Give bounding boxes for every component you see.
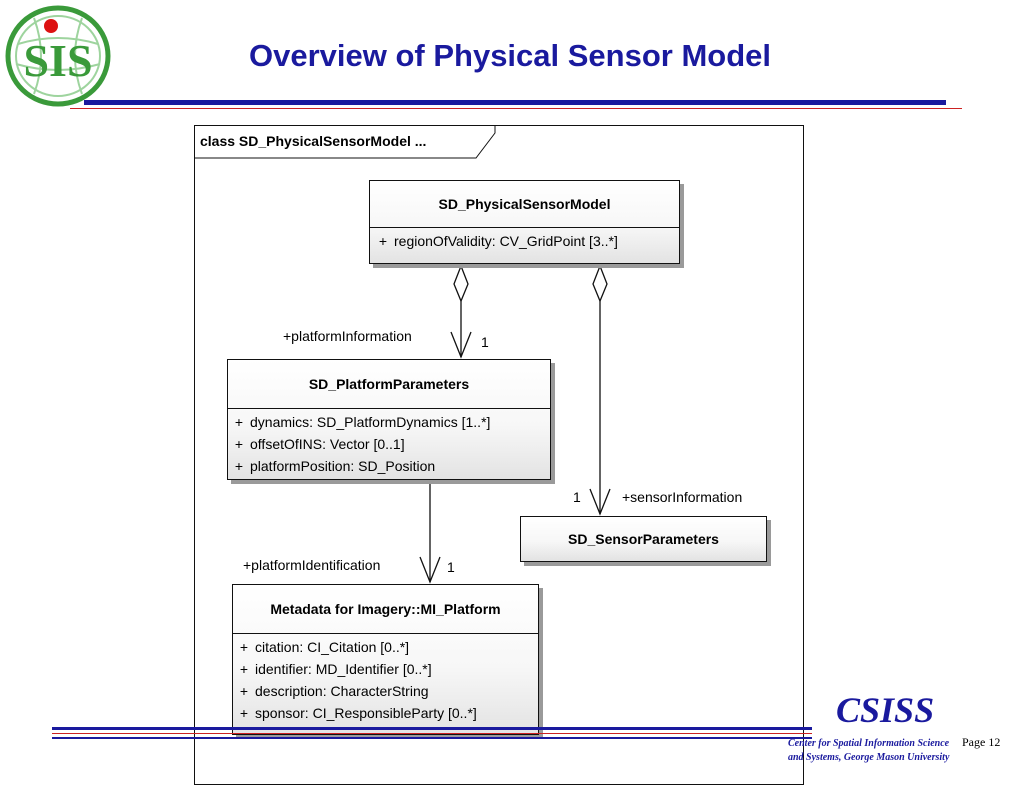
class-sd-physical-sensor-model[interactable]: SD_PhysicalSensorModel +regionOfValidity… xyxy=(369,180,680,264)
org-subtitle-line2: and Systems, George Mason University xyxy=(788,752,950,763)
association-platform-information xyxy=(450,264,472,359)
org-logo-text: CSISS xyxy=(836,690,935,730)
arrowhead xyxy=(450,331,472,359)
attribute-row: +regionOfValidity: CV_GridPoint [3..*] xyxy=(378,233,618,249)
attribute-row: +citation: CI_Citation [0..*] xyxy=(239,639,410,655)
org-subtitle-line1: Center for Spatial Information Science xyxy=(788,738,950,749)
frame-label-tab xyxy=(194,125,496,159)
page-title: Overview of Physical Sensor Model xyxy=(248,38,772,73)
header-rule-red xyxy=(70,108,962,109)
frame-label: class SD_PhysicalSensorModel ... xyxy=(200,133,427,149)
composition-diamond xyxy=(453,264,469,303)
class-name: SD_PlatformParameters xyxy=(228,360,550,409)
footer-rule-blue xyxy=(52,727,812,730)
multiplicity-label: 1 xyxy=(573,489,581,505)
class-name: SD_SensorParameters xyxy=(568,531,719,547)
attribute-row: +offsetOfINS: Vector [0..1] xyxy=(234,436,405,452)
footer-rule-blue-2 xyxy=(52,737,812,739)
attribute-row: +dynamics: SD_PlatformDynamics [1..*] xyxy=(234,414,491,430)
multiplicity-label: 1 xyxy=(447,559,455,575)
class-name: SD_PhysicalSensorModel xyxy=(370,181,679,228)
header-rule-blue xyxy=(84,100,946,105)
class-sd-sensor-parameters[interactable]: SD_SensorParameters xyxy=(520,516,767,562)
association-lines xyxy=(419,264,611,584)
association-platform-identification xyxy=(419,480,441,584)
attribute-row: +platformPosition: SD_Position xyxy=(234,458,436,474)
association-sensor-information xyxy=(589,264,611,516)
attribute-row: +description: CharacterString xyxy=(239,683,429,699)
page-number: Page 12 xyxy=(962,735,1001,749)
arrowhead xyxy=(589,488,611,516)
footer-rule-red xyxy=(52,733,812,734)
class-sd-platform-parameters[interactable]: SD_PlatformParameters +dynamics: SD_Plat… xyxy=(227,359,551,480)
class-mi-platform[interactable]: Metadata for Imagery::MI_Platform +citat… xyxy=(232,584,539,735)
class-name: Metadata for Imagery::MI_Platform xyxy=(233,585,538,634)
logo-text: SIS xyxy=(23,35,92,86)
role-label: +platformIdentification xyxy=(243,557,381,573)
attribute-row: +identifier: MD_Identifier [0..*] xyxy=(239,661,432,677)
role-label: +platformInformation xyxy=(283,328,412,344)
logo: SIS xyxy=(5,5,111,107)
globe-icon xyxy=(5,5,111,107)
multiplicity-label: 1 xyxy=(481,334,489,350)
composition-diamond xyxy=(592,264,608,303)
role-label: +sensorInformation xyxy=(622,489,743,505)
logo-red-dot xyxy=(44,19,58,33)
attribute-row: +sponsor: CI_ResponsibleParty [0..*] xyxy=(239,705,477,721)
arrowhead xyxy=(419,556,441,584)
